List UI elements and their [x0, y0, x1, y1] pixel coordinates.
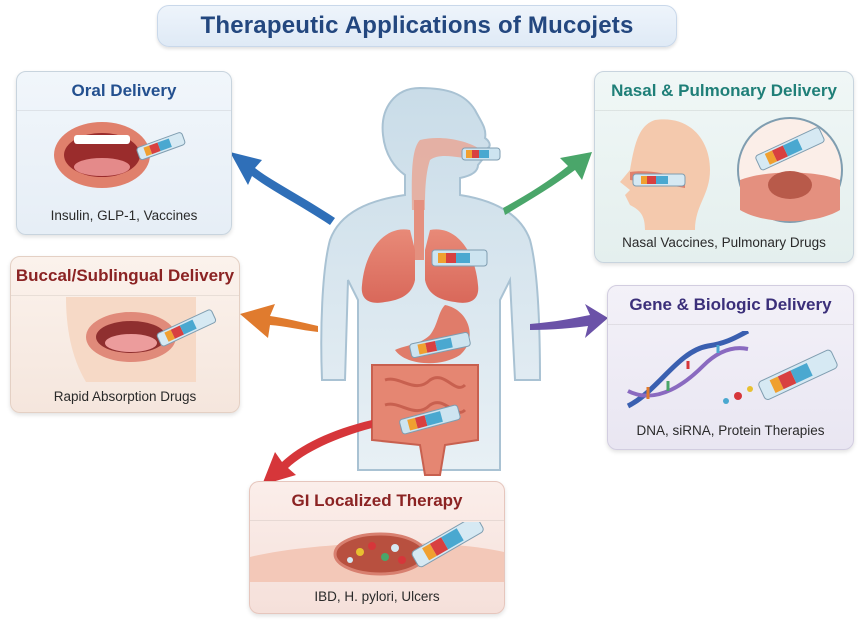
arrow-to-gi [262, 420, 372, 485]
title-text: Therapeutic Applications of Mucojets [200, 12, 634, 39]
card-caption: IBD, H. pylori, Ulcers [314, 589, 440, 604]
card-title: GI Localized Therapy [250, 482, 504, 521]
card-oral-delivery: Oral Delivery Insulin, GLP-1, Vaccines [16, 71, 232, 235]
card-caption: Nasal Vaccines, Pulmonary Drugs [622, 235, 826, 250]
diagram-title: Therapeutic Applications of Mucojets [157, 5, 677, 47]
mucojet-device-icon [399, 147, 501, 435]
card-buccal-sublingual-delivery: Buccal/Sublingual Delivery Rapid Absorpt… [10, 256, 240, 413]
card-caption: DNA, siRNA, Protein Therapies [636, 423, 825, 438]
arrow-to-oral [230, 152, 335, 225]
card-title: Nasal & Pulmonary Delivery [595, 72, 853, 111]
arrow-to-buccal [240, 304, 318, 338]
nasal-airway-icon [411, 137, 478, 260]
card-title: Buccal/Sublingual Delivery [11, 257, 239, 296]
head-profile-icon [620, 117, 843, 230]
card-gene-biologic-delivery: Gene & Biologic Delivery DNA, siRNA, Pro… [607, 285, 854, 450]
card-gi-localized-therapy: GI Localized Therapy IBD, H. pylori, Ulc… [249, 481, 505, 614]
open-mouth-icon [54, 122, 186, 188]
mouth-tongue-icon [66, 297, 217, 382]
arrow-to-nasal [503, 152, 592, 215]
card-nasal-pulmonary-delivery: Nasal & Pulmonary Delivery Nasal Vaccine… [594, 71, 854, 263]
card-caption: Rapid Absorption Drugs [53, 389, 197, 404]
card-caption: Insulin, GLP-1, Vaccines [50, 208, 198, 223]
card-title: Gene & Biologic Delivery [608, 286, 853, 325]
gi-lesion-icon [250, 522, 504, 582]
arrow-to-gene [530, 304, 608, 338]
dna-helix-icon [626, 331, 838, 409]
card-title: Oral Delivery [17, 72, 231, 111]
